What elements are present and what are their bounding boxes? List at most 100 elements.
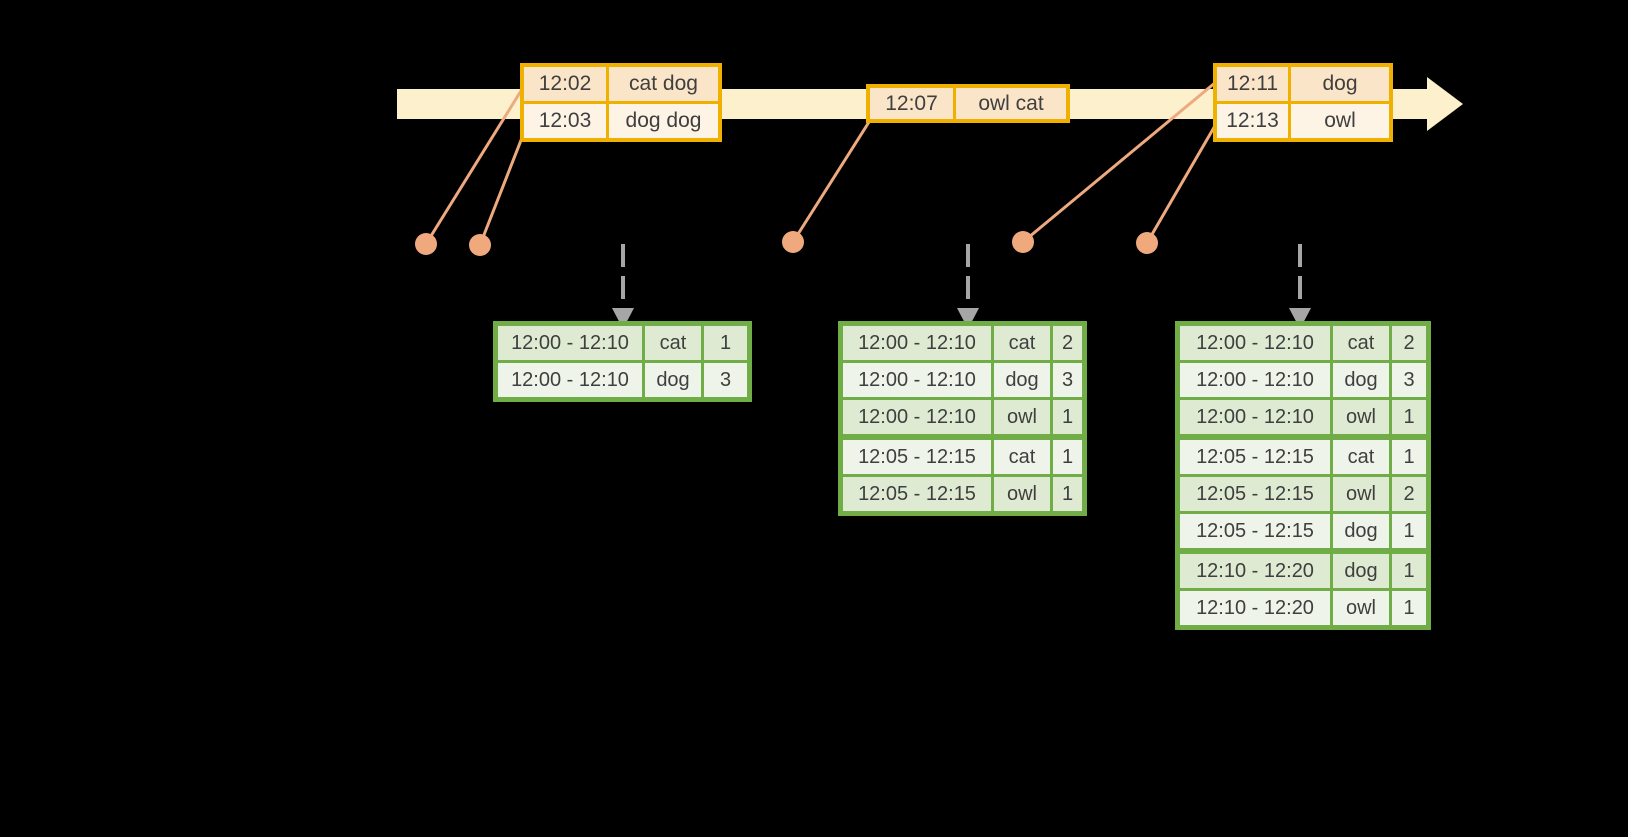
window-cell: 12:05 - 12:15 xyxy=(843,477,991,511)
window-cell: 12:00 - 12:10 xyxy=(498,363,642,397)
count-cell: 1 xyxy=(1392,400,1426,434)
event-time-cell: 12:13 xyxy=(1217,104,1288,138)
window-cell: 12:00 - 12:10 xyxy=(1180,326,1330,360)
window-cell: 12:10 - 12:20 xyxy=(1180,591,1330,625)
word-cell: cat xyxy=(1333,440,1389,474)
event-words-cell: cat dog xyxy=(609,67,718,101)
count-cell: 1 xyxy=(1053,440,1082,474)
word-cell: dog xyxy=(994,363,1050,397)
count-cell: 3 xyxy=(1053,363,1082,397)
event-row: 12:07 owl cat xyxy=(870,88,1066,119)
dash-segment xyxy=(621,276,625,299)
count-cell: 3 xyxy=(704,363,747,397)
count-cell: 1 xyxy=(1392,440,1426,474)
dash-segment xyxy=(1298,244,1302,267)
dash-segment xyxy=(966,276,970,299)
trigger-arrow-icon xyxy=(1289,244,1311,329)
count-cell: 1 xyxy=(1392,554,1426,588)
event-dot-icon xyxy=(782,231,804,253)
result-row: 12:10 - 12:20 owl 1 xyxy=(1180,591,1426,625)
result-row: 12:00 - 12:10 owl 1 xyxy=(843,400,1082,434)
event-table-1: 12:02 cat dog 12:03 dog dog xyxy=(520,63,722,142)
word-cell: dog xyxy=(1333,554,1389,588)
connector-line xyxy=(791,121,871,243)
word-cell: dog xyxy=(645,363,701,397)
word-cell: owl xyxy=(1333,400,1389,434)
window-cell: 12:10 - 12:20 xyxy=(1180,554,1330,588)
dash-segment xyxy=(966,244,970,267)
result-row: 12:10 - 12:20 dog 1 xyxy=(1180,554,1426,588)
dash-segment xyxy=(1298,276,1302,299)
window-cell: 12:00 - 12:10 xyxy=(498,326,642,360)
event-time-cell: 12:07 xyxy=(870,88,953,119)
word-cell: cat xyxy=(994,440,1050,474)
word-cell: owl xyxy=(1333,477,1389,511)
word-cell: dog xyxy=(1333,363,1389,397)
event-dot-icon xyxy=(1012,231,1034,253)
result-table-1: 12:00 - 12:10 cat 1 12:00 - 12:10 dog 3 xyxy=(493,321,752,402)
event-words-cell: owl cat xyxy=(956,88,1066,119)
window-cell: 12:00 - 12:10 xyxy=(1180,363,1330,397)
event-time-cell: 12:11 xyxy=(1217,67,1288,101)
window-cell: 12:05 - 12:15 xyxy=(1180,477,1330,511)
result-row: 12:00 - 12:10 cat 1 xyxy=(498,326,747,360)
count-cell: 1 xyxy=(704,326,747,360)
count-cell: 1 xyxy=(1392,591,1426,625)
word-cell: owl xyxy=(1333,591,1389,625)
window-cell: 12:05 - 12:15 xyxy=(1180,440,1330,474)
connector-line xyxy=(1022,80,1217,244)
result-row: 12:05 - 12:15 cat 1 xyxy=(1180,440,1426,474)
window-cell: 12:05 - 12:15 xyxy=(843,440,991,474)
timeline-arrowhead-icon xyxy=(1427,77,1463,131)
count-cell: 3 xyxy=(1392,363,1426,397)
result-row: 12:00 - 12:10 cat 2 xyxy=(843,326,1082,360)
result-row: 12:00 - 12:10 dog 3 xyxy=(1180,363,1426,397)
result-row: 12:05 - 12:15 owl 2 xyxy=(1180,477,1426,511)
result-row: 12:05 - 12:15 owl 1 xyxy=(843,477,1082,511)
word-cell: cat xyxy=(645,326,701,360)
event-words-cell: dog dog xyxy=(609,104,718,138)
dash-segment xyxy=(621,244,625,267)
event-row: 12:11 dog xyxy=(1217,67,1389,101)
count-cell: 1 xyxy=(1053,400,1082,434)
window-cell: 12:00 - 12:10 xyxy=(1180,400,1330,434)
result-row: 12:00 - 12:10 dog 3 xyxy=(843,363,1082,397)
event-row: 12:02 cat dog xyxy=(524,67,718,101)
event-row: 12:03 dog dog xyxy=(524,104,718,138)
event-row: 12:13 owl xyxy=(1217,104,1389,138)
event-time-cell: 12:02 xyxy=(524,67,606,101)
result-row: 12:00 - 12:10 dog 3 xyxy=(498,363,747,397)
event-words-cell: dog xyxy=(1291,67,1389,101)
window-cell: 12:00 - 12:10 xyxy=(843,326,991,360)
word-cell: dog xyxy=(1333,514,1389,548)
window-cell: 12:00 - 12:10 xyxy=(843,400,991,434)
connector-line xyxy=(424,85,526,245)
event-table-2: 12:07 owl cat xyxy=(866,84,1070,123)
word-cell: owl xyxy=(994,477,1050,511)
count-cell: 1 xyxy=(1053,477,1082,511)
window-cell: 12:00 - 12:10 xyxy=(843,363,991,397)
result-table-2: 12:00 - 12:10 cat 2 12:00 - 12:10 dog 3 … xyxy=(838,321,1087,516)
result-row: 12:00 - 12:10 owl 1 xyxy=(1180,400,1426,434)
event-time-cell: 12:03 xyxy=(524,104,606,138)
event-dot-icon xyxy=(469,234,491,256)
event-dot-icon xyxy=(415,233,437,255)
word-cell: owl xyxy=(994,400,1050,434)
word-cell: cat xyxy=(1333,326,1389,360)
count-cell: 1 xyxy=(1392,514,1426,548)
result-row: 12:00 - 12:10 cat 2 xyxy=(1180,326,1426,360)
result-row: 12:05 - 12:15 cat 1 xyxy=(843,440,1082,474)
trigger-arrow-icon xyxy=(957,244,979,329)
count-cell: 2 xyxy=(1392,326,1426,360)
event-dot-icon xyxy=(1136,232,1158,254)
event-words-cell: owl xyxy=(1291,104,1389,138)
window-cell: 12:05 - 12:15 xyxy=(1180,514,1330,548)
event-table-3: 12:11 dog 12:13 owl xyxy=(1213,63,1393,142)
connector-line xyxy=(1145,123,1218,244)
result-table-3: 12:00 - 12:10 cat 2 12:00 - 12:10 dog 3 … xyxy=(1175,321,1431,630)
result-row: 12:05 - 12:15 dog 1 xyxy=(1180,514,1426,548)
count-cell: 2 xyxy=(1053,326,1082,360)
word-cell: cat xyxy=(994,326,1050,360)
connector-line xyxy=(478,124,529,246)
